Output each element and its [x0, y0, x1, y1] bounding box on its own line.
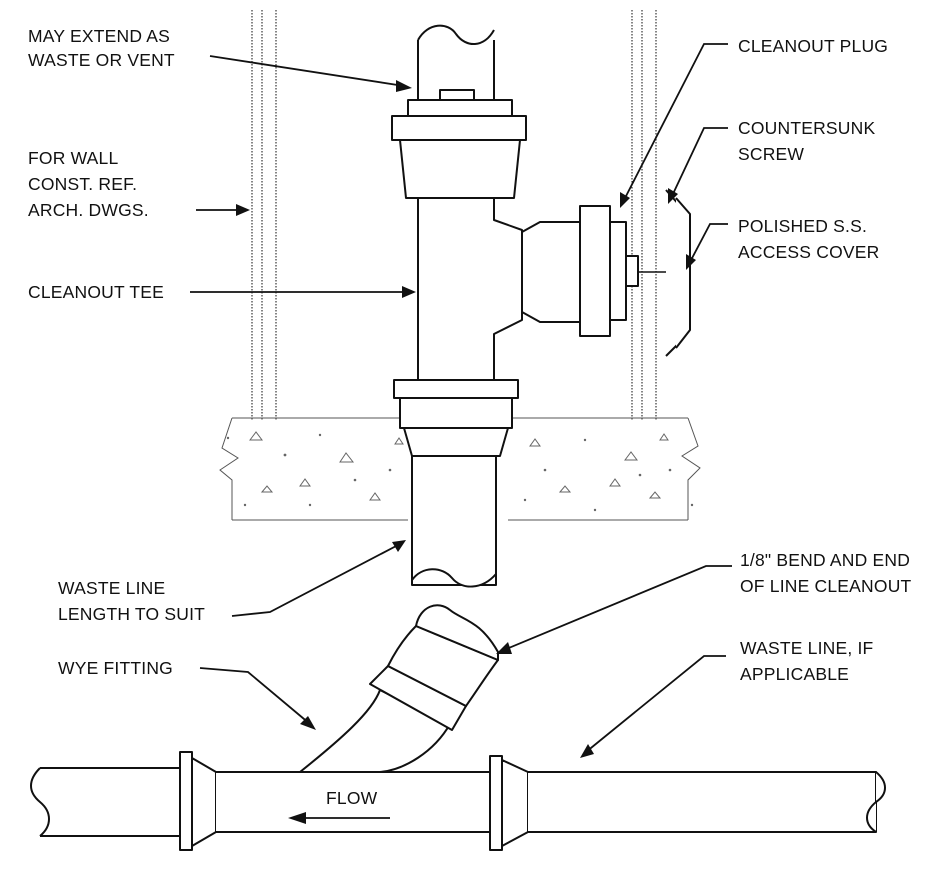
label-waste-line: WASTE LINE LENGTH TO SUIT [58, 578, 205, 624]
label-wall: FOR WALL CONST. REF. ARCH. DWGS. [28, 148, 149, 220]
wall-right [631, 10, 657, 420]
label-bend-line2: OF LINE CLEANOUT [740, 576, 912, 596]
label-wall-line1: FOR WALL [28, 148, 118, 168]
wye-fitting [299, 604, 499, 773]
leader-lines [190, 43, 732, 758]
label-may-extend: MAY EXTEND AS WASTE OR VENT [28, 26, 175, 70]
concrete-slab [219, 417, 701, 521]
label-countersunk: COUNTERSUNK SCREW [738, 118, 875, 164]
label-wye-fitting: WYE FITTING [58, 658, 173, 678]
label-wall-line3: ARCH. DWGS. [28, 200, 149, 220]
access-cover [665, 189, 691, 357]
label-bend: 1/8" BEND AND END OF LINE CLEANOUT [740, 550, 912, 596]
label-access-cover-line1: POLISHED S.S. [738, 216, 867, 236]
label-waste-if-line2: APPLICABLE [740, 664, 849, 684]
label-may-extend-line1: MAY EXTEND AS [28, 26, 170, 46]
label-waste-if: WASTE LINE, IF APPLICABLE [740, 638, 873, 684]
label-wall-line2: CONST. REF. [28, 174, 137, 194]
label-access-cover-line2: ACCESS COVER [738, 242, 879, 262]
label-waste-line-line1: WASTE LINE [58, 578, 165, 598]
cleanout-plug [521, 205, 673, 337]
label-may-extend-line2: WASTE OR VENT [28, 50, 175, 70]
waste-line-horizontal [30, 751, 886, 851]
wall-left [251, 10, 277, 420]
label-cleanout-plug: CLEANOUT PLUG [738, 36, 888, 56]
flow-arrow [288, 812, 390, 824]
label-bend-line1: 1/8" BEND AND END [740, 550, 910, 570]
label-countersunk-line2: SCREW [738, 144, 804, 164]
label-countersunk-line1: COUNTERSUNK [738, 118, 875, 138]
label-waste-if-line1: WASTE LINE, IF [740, 638, 873, 658]
label-flow: FLOW [326, 788, 378, 808]
label-cleanout-tee: CLEANOUT TEE [28, 282, 164, 302]
cleanout-tee [391, 24, 527, 588]
label-access-cover: POLISHED S.S. ACCESS COVER [738, 216, 879, 262]
label-waste-line-line2: LENGTH TO SUIT [58, 604, 205, 624]
